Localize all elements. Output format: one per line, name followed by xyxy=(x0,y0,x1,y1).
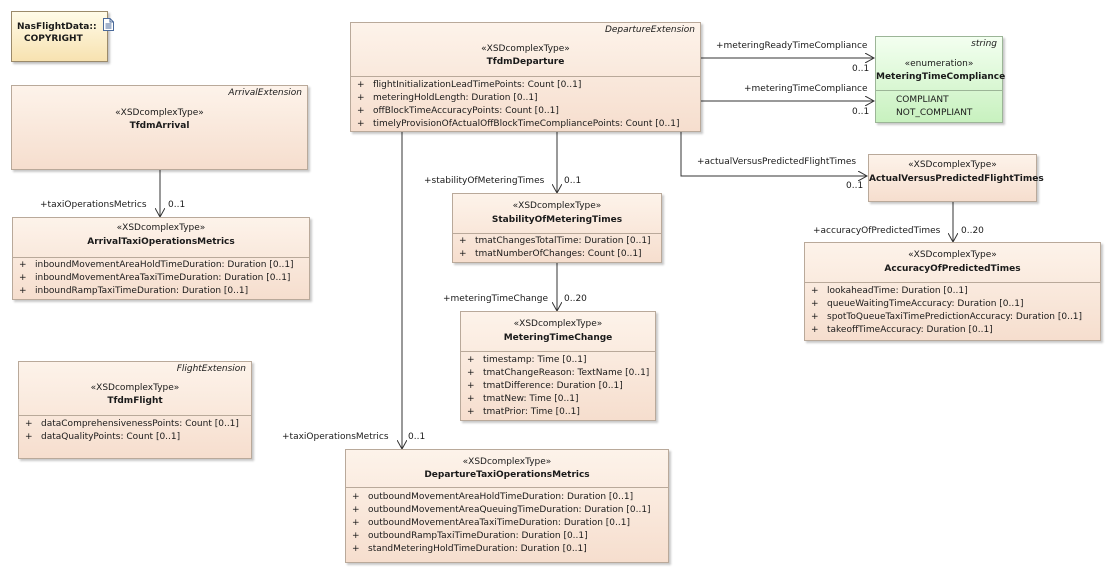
class-actual-versus-predicted-flight-times[interactable]: «XSDcomplexType» ActualVersusPredictedFl… xyxy=(868,154,1044,202)
multiplicity-label: 0..1 xyxy=(852,64,870,74)
attribute-list: +lookaheadTime: Duration [0..1] +queueWa… xyxy=(805,282,1100,337)
attribute-list: +dataComprehensivenessPoints: Count [0..… xyxy=(19,415,251,444)
attribute: +outboundMovementAreaHoldTimeDuration: D… xyxy=(352,492,634,502)
attribute: +takeoffTimeAccuracy: Duration [0..1] xyxy=(811,325,993,335)
attribute: +outboundMovementAreaQueuingTimeDuration… xyxy=(352,505,651,515)
stereotype: «XSDcomplexType» xyxy=(908,250,997,260)
attribute-list: +inboundMovementAreaHoldTimeDuration: Du… xyxy=(13,257,309,298)
stereotype: «XSDcomplexType» xyxy=(116,223,206,233)
document-icon xyxy=(103,18,114,31)
class-arrival-taxi-operations-metrics[interactable]: «XSDcomplexType» ArrivalTaxiOperationsMe… xyxy=(12,217,310,300)
assoc-actual-vs-predicted-line xyxy=(680,132,867,176)
attribute: +spotToQueueTaxiTimePredictionAccuracy: … xyxy=(811,312,1083,322)
multiplicity-label: 0..1 xyxy=(168,200,186,210)
role-label: +taxiOperationsMetrics xyxy=(40,200,147,210)
attribute: +tmatChangeReason: TextName [0..1] xyxy=(467,368,650,378)
class-name: StabilityOfMeteringTimes xyxy=(491,215,623,225)
attribute: +timelyProvisionOfActualOffBlockTimeComp… xyxy=(357,119,680,129)
note-title: COPYRIGHT xyxy=(24,34,83,44)
role-label: +taxiOperationsMetrics xyxy=(282,432,389,442)
attribute: +meteringHoldLength: Duration [0..1] xyxy=(357,93,538,103)
extension-label: FlightExtension xyxy=(176,364,246,374)
stereotype: «XSDcomplexType» xyxy=(90,383,180,393)
attribute: +tmatNew: Time [0..1] xyxy=(467,394,579,404)
attribute: +dataComprehensivenessPoints: Count [0..… xyxy=(25,419,239,429)
note-package: NasFlightData:: xyxy=(17,22,97,32)
multiplicity-label: 0..20 xyxy=(564,294,587,304)
class-name: MeteringTimeChange xyxy=(503,333,613,343)
class-name: TfdmArrival xyxy=(129,121,190,131)
role-label: +meteringTimeCompliance xyxy=(744,84,868,94)
attribute: +outboundMovementAreaTaxiTimeDuration: D… xyxy=(352,518,630,528)
class-tfdm-arrival[interactable]: ArrivalExtension «XSDcomplexType» TfdmAr… xyxy=(11,85,308,170)
enum-literal: COMPLIANT xyxy=(896,95,949,105)
role-label: +meteringReadyTimeCompliance xyxy=(716,41,868,51)
class-name: ActualVersusPredictedFlightTimes xyxy=(869,174,1044,184)
stereotype: «enumeration» xyxy=(904,59,974,69)
attribute: +inboundRampTaxiTimeDuration: Duration [… xyxy=(19,286,249,296)
stereotype: «XSDcomplexType» xyxy=(908,160,997,170)
multiplicity-label: 0..1 xyxy=(846,181,864,191)
attribute-list: +timestamp: Time [0..1] +tmatChangeReaso… xyxy=(461,351,655,419)
role-label: +accuracyOfPredictedTimes xyxy=(813,226,941,236)
extension-label: string xyxy=(971,39,997,49)
enum-literal: NOT_COMPLIANT xyxy=(896,108,973,118)
role-label: +meteringTimeChange xyxy=(443,294,549,304)
attribute: +outboundRampTaxiTimeDuration: Duration … xyxy=(352,531,588,541)
attribute: +queueWaitingTimeAccuracy: Duration [0..… xyxy=(811,299,1024,309)
stereotype: «XSDcomplexType» xyxy=(115,108,204,118)
attribute: +flightInitializationLeadTimePoints: Cou… xyxy=(357,80,582,90)
attribute: +tmatChangesTotalTime: Duration [0..1] xyxy=(459,236,651,246)
class-name: TfdmDeparture xyxy=(486,57,565,67)
attribute-list: +tmatChangesTotalTime: Duration [0..1] +… xyxy=(453,233,661,261)
class-accuracy-of-predicted-times[interactable]: «XSDcomplexType» AccuracyOfPredictedTime… xyxy=(804,242,1101,341)
attribute: +offBlockTimeAccuracyPoints: Count [0..1… xyxy=(357,106,559,116)
class-stability-of-metering-times[interactable]: «XSDcomplexType» StabilityOfMeteringTime… xyxy=(452,193,662,263)
stereotype: «XSDcomplexType» xyxy=(462,457,552,467)
role-label: +stabilityOfMeteringTimes xyxy=(424,176,545,186)
stereotype: «XSDcomplexType» xyxy=(512,201,602,211)
stereotype: «XSDcomplexType» xyxy=(513,319,603,329)
attribute: +inboundMovementAreaHoldTimeDuration: Du… xyxy=(19,260,294,270)
class-tfdm-departure[interactable]: DepartureExtension «XSDcomplexType» Tfdm… xyxy=(350,22,701,132)
copyright-note[interactable]: NasFlightData:: COPYRIGHT xyxy=(11,11,114,62)
attribute-list: +flightInitializationLeadTimePoints: Cou… xyxy=(351,76,700,131)
class-departure-taxi-operations-metrics[interactable]: «XSDcomplexType» DepartureTaxiOperations… xyxy=(345,449,669,563)
enum-metering-time-compliance[interactable]: string «enumeration» MeteringTimeComplia… xyxy=(875,36,1006,123)
multiplicity-label: 0..1 xyxy=(408,432,426,442)
attribute: +tmatNumberOfChanges: Count [0..1] xyxy=(459,249,642,259)
attribute: +tmatPrior: Time [0..1] xyxy=(467,407,580,417)
literal-list: COMPLIANT NOT_COMPLIANT xyxy=(876,90,1002,120)
extension-label: DepartureExtension xyxy=(604,25,695,35)
extension-label: ArrivalExtension xyxy=(228,88,302,98)
attribute-list: +outboundMovementAreaHoldTimeDuration: D… xyxy=(346,487,668,556)
stereotype: «XSDcomplexType» xyxy=(481,44,570,54)
multiplicity-label: 0..1 xyxy=(564,176,582,186)
attribute: +timestamp: Time [0..1] xyxy=(467,355,587,365)
class-name: AccuracyOfPredictedTimes xyxy=(884,264,1021,274)
attribute: +dataQualityPoints: Count [0..1] xyxy=(25,432,181,442)
attribute: +inboundMovementAreaTaxiTimeDuration: Du… xyxy=(19,273,291,283)
class-name: ArrivalTaxiOperationsMetrics xyxy=(87,237,235,247)
attribute: +lookaheadTime: Duration [0..1] xyxy=(811,286,968,296)
attribute: +tmatDifference: Duration [0..1] xyxy=(467,381,623,391)
multiplicity-label: 0..20 xyxy=(961,226,984,236)
class-name: DepartureTaxiOperationsMetrics xyxy=(424,470,590,480)
multiplicity-label: 0..1 xyxy=(852,107,870,117)
attribute: +standMeteringHoldTimeDuration: Duration… xyxy=(352,544,587,554)
class-name: MeteringTimeCompliance xyxy=(876,72,1006,82)
class-tfdm-flight[interactable]: FlightExtension «XSDcomplexType» TfdmFli… xyxy=(18,361,252,459)
class-name: TfdmFlight xyxy=(107,396,163,406)
class-metering-time-change[interactable]: «XSDcomplexType» MeteringTimeChange +tim… xyxy=(460,311,656,421)
role-label: +actualVersusPredictedFlightTimes xyxy=(697,157,857,167)
